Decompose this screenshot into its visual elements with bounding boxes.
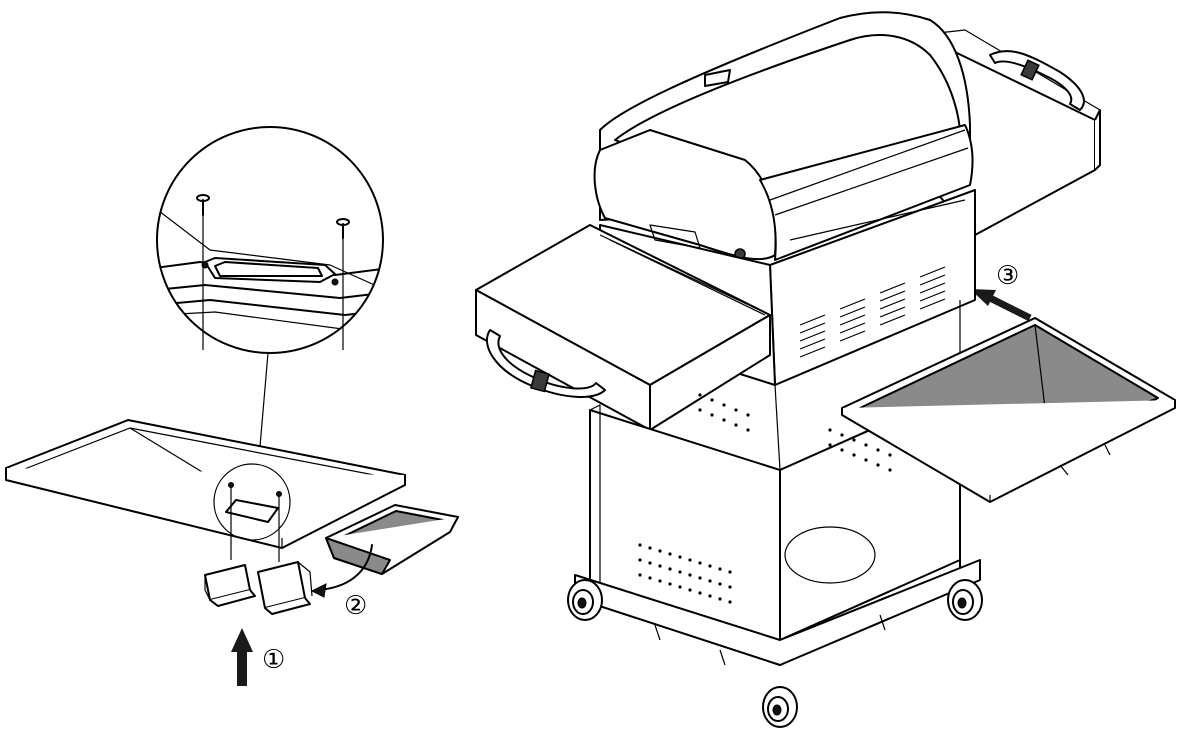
step-3-marker: ③ — [970, 261, 1032, 322]
grill-hood — [593, 11, 974, 261]
grease-tray — [5, 419, 406, 562]
step-2-marker: ② — [344, 591, 367, 621]
wheel-icon — [947, 579, 983, 621]
step-1-marker: ① — [231, 628, 285, 686]
screw-icon — [196, 194, 210, 216]
screw-icon — [336, 218, 350, 239]
arrow-icon — [231, 628, 253, 686]
wheel-icon — [567, 579, 603, 621]
arrow-icon — [970, 289, 1032, 322]
left-side-shelf — [475, 224, 771, 431]
wheel-icon — [762, 686, 798, 728]
installed-grease-tray — [841, 317, 1176, 503]
grease-cup — [325, 504, 459, 575]
step-1-label: ① — [262, 645, 285, 675]
step-2-label: ② — [344, 591, 367, 621]
zoom-detail — [156, 126, 384, 471]
gas-grill — [475, 11, 1176, 728]
step-3-label: ③ — [996, 261, 1019, 291]
cup-bracket — [204, 561, 313, 615]
arrow-icon — [310, 544, 373, 598]
